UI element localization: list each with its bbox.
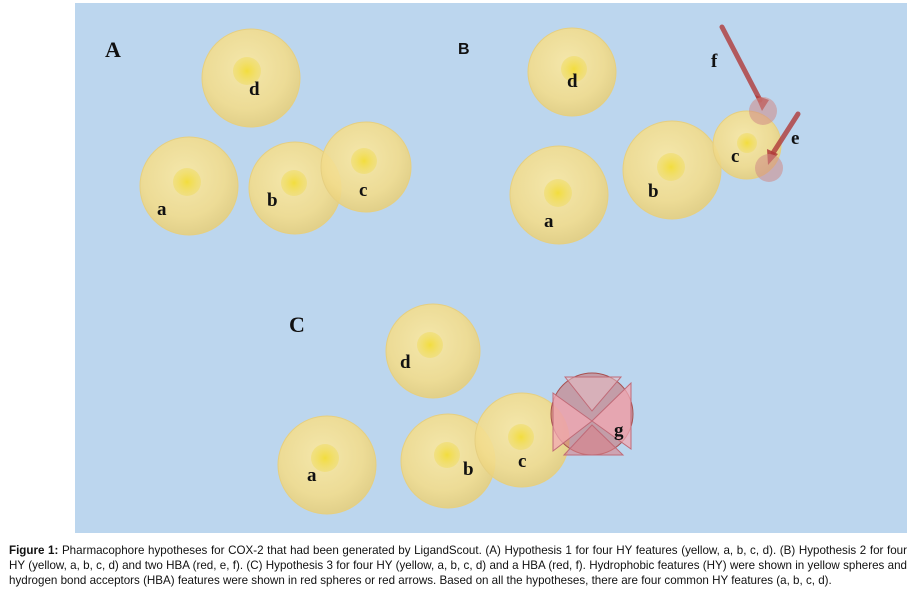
- pharmacophore-figure: A d a b c B d: [75, 3, 907, 533]
- hy-sphere-b-d: [527, 27, 617, 117]
- panel-b-label: B: [458, 41, 470, 58]
- hba-arrow-e: [755, 111, 801, 182]
- hy-sphere-c-a: [277, 415, 377, 515]
- hy-sphere-a-a: [139, 136, 239, 236]
- feature-label-c: c: [359, 180, 367, 201]
- feature-label-b: b: [267, 190, 278, 211]
- hy-sphere-a-d: [201, 28, 301, 128]
- caption-prefix: Figure 1:: [9, 544, 59, 557]
- panel-a: A d a b c: [105, 28, 412, 236]
- panel-b: B d a b c f: [458, 24, 801, 245]
- panel-c: C d a b c g: [277, 303, 634, 515]
- feature-label-b-f: f: [711, 51, 718, 72]
- feature-label-b-b: b: [648, 181, 659, 202]
- feature-label-c-a: a: [307, 465, 317, 486]
- feature-label-b-c: c: [731, 146, 739, 167]
- feature-label-c-c: c: [518, 451, 526, 472]
- feature-label-d: d: [249, 79, 260, 100]
- hy-sphere-c-b: [400, 413, 496, 509]
- hy-sphere-a-b: [248, 141, 342, 235]
- feature-label-b-e: e: [791, 128, 799, 149]
- hy-sphere-b-b: [622, 120, 722, 220]
- feature-label-c-d: d: [400, 352, 411, 373]
- hy-sphere-a-c: [320, 121, 412, 213]
- caption-text: Pharmacophore hypotheses for COX-2 that …: [9, 544, 907, 587]
- hba-sphere-g: [550, 372, 634, 456]
- panel-a-label: A: [105, 37, 121, 62]
- feature-label-a: a: [157, 199, 167, 220]
- feature-label-c-g: g: [614, 420, 624, 441]
- hy-sphere-c-c: [474, 392, 570, 488]
- panel-c-label: C: [289, 312, 305, 337]
- hba-arrow-f: [719, 24, 777, 125]
- hy-sphere-c-d: [385, 303, 481, 399]
- feature-label-c-b: b: [463, 459, 474, 480]
- hy-sphere-b-a: [509, 145, 609, 245]
- figure-canvas: A d a b c B d: [75, 3, 907, 533]
- feature-label-b-a: a: [544, 211, 554, 232]
- figure-caption: Figure 1: Pharmacophore hypotheses for C…: [9, 543, 907, 588]
- feature-label-b-d: d: [567, 71, 578, 92]
